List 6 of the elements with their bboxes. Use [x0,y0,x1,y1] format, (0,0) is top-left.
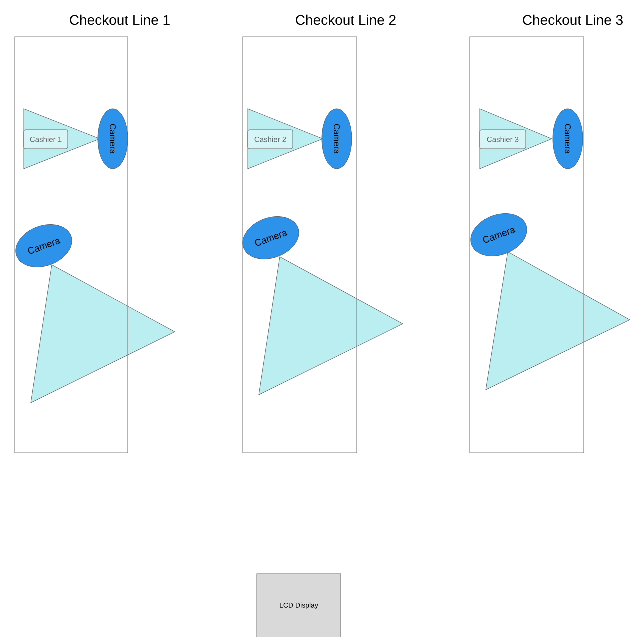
node-label: Checkout Line 1 [70,14,170,26]
view-cone [30,264,176,404]
node-label: Checkout Line 2 [296,14,396,26]
node-label: Checkout Line 3 [523,14,623,26]
view-cone [486,252,630,390]
view-cone [258,256,404,396]
